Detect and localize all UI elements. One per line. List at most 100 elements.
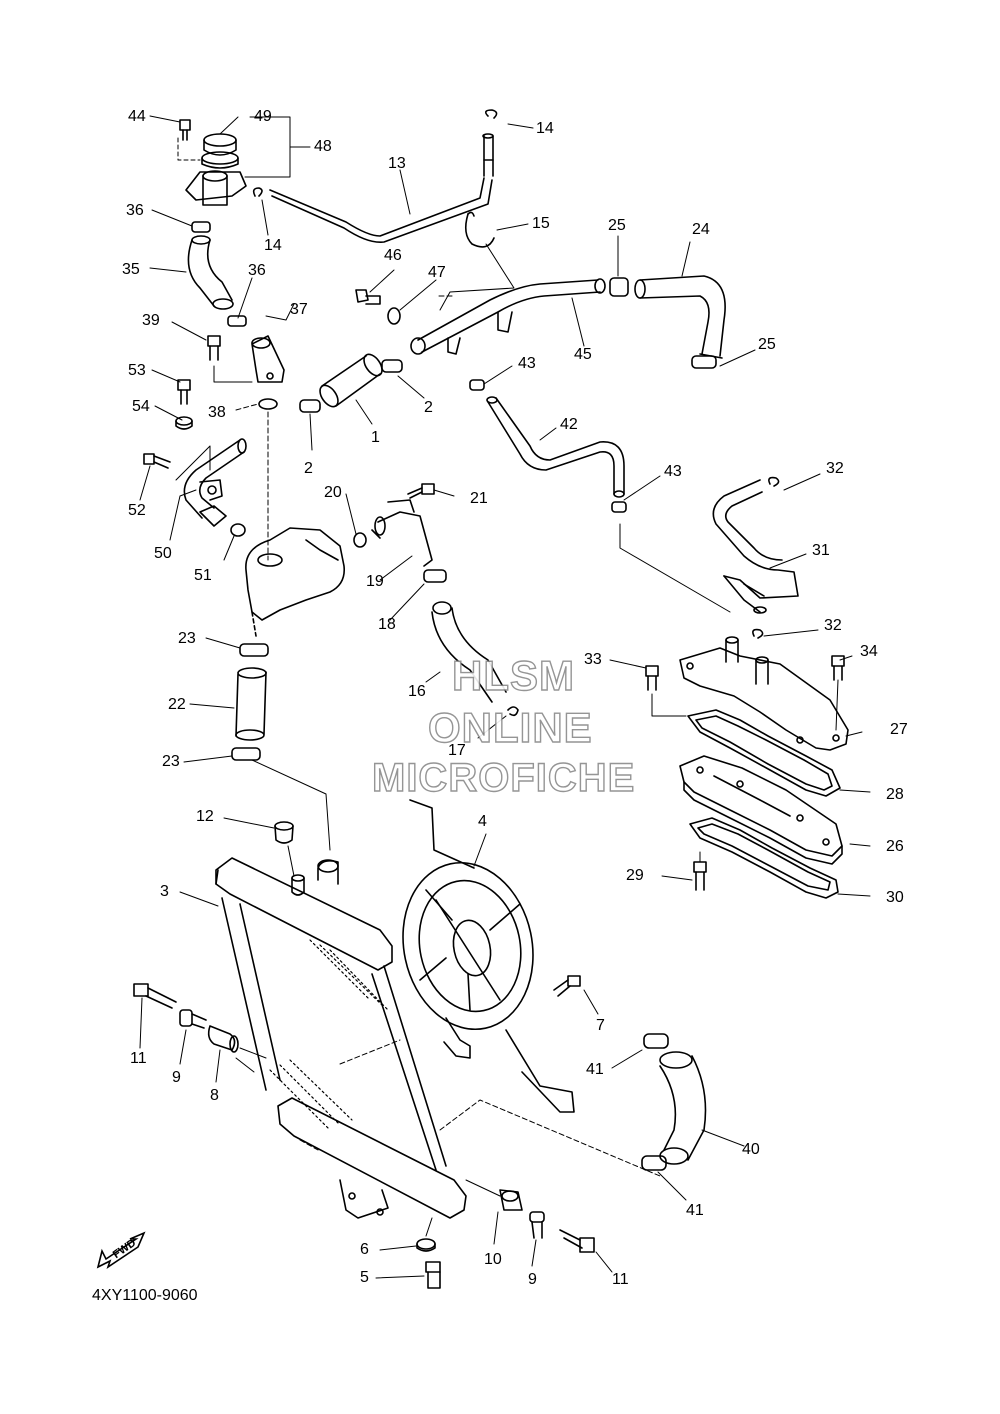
callout-45[interactable]: 45 (574, 346, 592, 363)
clamp-43 (469, 379, 627, 513)
leader-lines (139, 997, 267, 1083)
callout-2[interactable]: 2 (304, 460, 313, 477)
callout-4[interactable]: 4 (478, 813, 487, 830)
callout-24[interactable]: 24 (692, 221, 710, 238)
callout-13[interactable]: 13 (388, 155, 406, 172)
callout-38[interactable]: 38 (208, 404, 226, 421)
watermark-line-2: ONLINE (427, 703, 593, 751)
callout-28[interactable]: 28 (886, 786, 904, 803)
hose-40 (659, 1051, 707, 1165)
callout-49[interactable]: 49 (254, 108, 272, 125)
bolt-33 (645, 665, 659, 691)
bolt-39 (207, 335, 221, 361)
oring-51 (230, 523, 246, 537)
callout-19[interactable]: 19 (366, 573, 384, 590)
radiator-cap (201, 133, 239, 169)
callout-11[interactable]: 11 (612, 1271, 629, 1288)
callout-43[interactable]: 43 (518, 355, 536, 372)
radiator-3 (215, 857, 467, 1219)
callout-18[interactable]: 18 (378, 616, 396, 633)
callout-30[interactable]: 30 (886, 889, 904, 906)
callout-22[interactable]: 22 (168, 696, 186, 713)
callout-34[interactable]: 34 (860, 643, 878, 660)
callout-41[interactable]: 41 (686, 1202, 704, 1219)
callout-36[interactable]: 36 (248, 262, 266, 279)
clamp-23 (239, 643, 269, 657)
leader-lines (149, 115, 534, 178)
hose-16 (431, 601, 507, 703)
callout-3[interactable]: 3 (160, 883, 169, 900)
callout-35[interactable]: 35 (122, 261, 140, 278)
callout-43[interactable]: 43 (664, 463, 682, 480)
callout-29[interactable]: 29 (626, 867, 644, 884)
callout-7[interactable]: 7 (596, 1017, 605, 1034)
callout-39[interactable]: 39 (142, 312, 160, 329)
callout-50[interactable]: 50 (154, 545, 172, 562)
clip-17 (507, 706, 519, 717)
cover-27 (679, 636, 849, 751)
callout-36[interactable]: 36 (126, 202, 144, 219)
clamp-36 (191, 221, 247, 327)
callout-31[interactable]: 31 (812, 542, 830, 559)
callout-32[interactable]: 32 (826, 460, 844, 477)
leader-lines (345, 489, 507, 739)
callout-44[interactable]: 44 (128, 108, 146, 125)
pipe-50 (183, 438, 247, 527)
callout-47[interactable]: 47 (428, 264, 446, 281)
callout-25[interactable]: 25 (608, 217, 626, 234)
callout-25[interactable]: 25 (758, 336, 776, 353)
callout-53[interactable]: 53 (128, 362, 146, 379)
callout-42[interactable]: 42 (560, 416, 578, 433)
callout-16[interactable]: 16 (408, 683, 426, 700)
callout-12[interactable]: 12 (196, 808, 214, 825)
bolt-21 (407, 483, 435, 499)
bolt-46 (355, 289, 381, 305)
callout-23[interactable]: 23 (162, 753, 180, 770)
callout-46[interactable]: 46 (384, 247, 402, 264)
leader-lines (309, 375, 425, 451)
clamp-2 (299, 359, 403, 413)
callout-32[interactable]: 32 (824, 617, 842, 634)
callout-9[interactable]: 9 (172, 1069, 181, 1086)
callout-40[interactable]: 40 (742, 1141, 760, 1158)
callout-1[interactable]: 1 (371, 429, 380, 446)
callout-6[interactable]: 6 (360, 1241, 369, 1258)
callout-23[interactable]: 23 (178, 630, 196, 647)
callout-11[interactable]: 11 (130, 1050, 147, 1067)
hose-42 (486, 396, 625, 498)
callout-9[interactable]: 9 (528, 1271, 537, 1288)
callout-8[interactable]: 8 (210, 1087, 219, 1104)
clamp-23 (231, 747, 261, 761)
leader-lines (261, 169, 411, 236)
callout-41[interactable]: 41 (586, 1061, 604, 1078)
callout-20[interactable]: 20 (324, 484, 342, 501)
callout-10[interactable]: 10 (484, 1251, 502, 1268)
callout-15[interactable]: 15 (532, 215, 550, 232)
callout-2[interactable]: 2 (424, 399, 433, 416)
callout-54[interactable]: 54 (132, 398, 150, 415)
clamp-41 (641, 1155, 667, 1171)
callout-27[interactable]: 27 (890, 721, 908, 738)
clamp-41 (643, 1033, 669, 1049)
callout-37[interactable]: 37 (290, 301, 308, 318)
callout-52[interactable]: 52 (128, 502, 146, 519)
callout-14[interactable]: 14 (264, 237, 282, 254)
callout-5[interactable]: 5 (360, 1269, 369, 1286)
clip-32 (768, 476, 780, 487)
bolt-11 (133, 983, 177, 1009)
callout-21[interactable]: 21 (470, 490, 488, 507)
leader-lines (617, 235, 756, 367)
callout-26[interactable]: 26 (886, 838, 904, 855)
grommet-8 (207, 1025, 239, 1053)
leader-lines (375, 1179, 613, 1279)
callout-48[interactable]: 48 (314, 138, 332, 155)
callout-14[interactable]: 14 (536, 120, 554, 137)
callout-17[interactable]: 17 (448, 742, 466, 759)
oring-20 (353, 532, 367, 548)
callout-33[interactable]: 33 (584, 651, 602, 668)
callout-51[interactable]: 51 (194, 567, 212, 584)
collar-9 (529, 1211, 545, 1239)
leader-lines (299, 1039, 401, 1151)
